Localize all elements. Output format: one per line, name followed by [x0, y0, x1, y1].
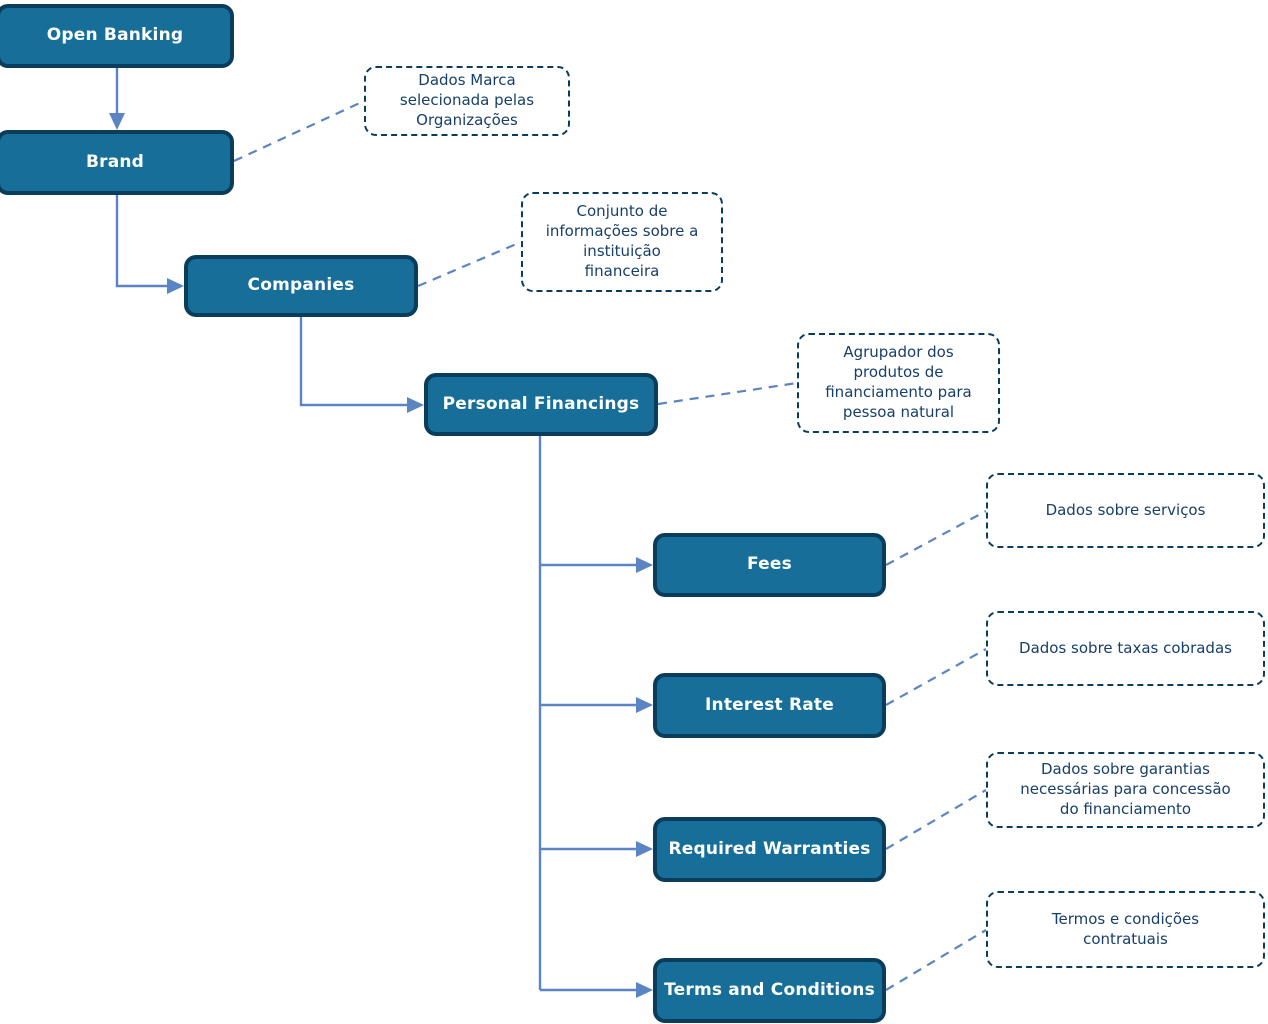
node-required-warranties[interactable]: Required Warranties [653, 817, 886, 882]
edge-pf-to-terms-and-conditions [540, 982, 653, 998]
leader-interest-rate-note [885, 648, 987, 706]
note-required-warranties-line-2: necessárias para concessão [1020, 780, 1231, 799]
node-fees-label: Fees [747, 554, 792, 575]
note-companies-line-3: instituição [583, 242, 661, 260]
node-brand-label: Brand [85, 151, 145, 172]
node-personal-financings-label: Personal Financings [442, 393, 640, 414]
leader-required-warranties-note [885, 789, 987, 850]
note-brand-line-3: Organizações [416, 110, 518, 129]
node-interest-rate-label: Interest Rate [705, 694, 834, 715]
edge-open-banking-to-brand [109, 68, 125, 130]
leader-companies-note [417, 240, 522, 288]
note-personal-financings-line-3: financiamento para [825, 383, 972, 401]
note-fees-line-1: Dados sobre serviços [1045, 500, 1206, 519]
node-personal-financings[interactable]: Personal Financings [424, 373, 658, 436]
node-brand[interactable]: Brand [0, 130, 234, 195]
edge-pf-to-fees [540, 557, 653, 573]
note-required-warranties-line-3: do financiamento [1059, 799, 1192, 818]
note-required-warranties: Dados sobre garantias necessárias para c… [986, 752, 1265, 828]
note-brand: Dados Marca selecionada pelas Organizaçõ… [364, 66, 570, 136]
note-companies-line-1: Conjunto de [576, 202, 668, 221]
node-terms-and-conditions[interactable]: Terms and Conditions [653, 958, 886, 1023]
note-brand-line-2: selecionada pelas [399, 91, 535, 110]
node-open-banking-label: Open Banking [46, 25, 184, 46]
node-interest-rate[interactable]: Interest Rate [653, 673, 886, 738]
node-companies-label: Companies [247, 275, 355, 296]
note-companies: Conjunto de informações sobre a institui… [521, 192, 723, 292]
note-brand-line-1: Dados Marca [418, 71, 516, 90]
leader-terms-note [885, 929, 987, 991]
leader-fees-note [885, 510, 987, 566]
note-interest-rate: Dados sobre taxas cobradas [986, 611, 1265, 686]
node-companies[interactable]: Companies [184, 255, 418, 317]
note-terms-and-conditions-line-1: Termos e condições [1051, 909, 1200, 928]
note-terms-and-conditions-line-2: contratuais [1083, 929, 1168, 948]
note-personal-financings-line-4: pessoa natural [842, 402, 955, 421]
note-fees: Dados sobre serviços [986, 473, 1265, 548]
edge-pf-to-interest-rate [540, 697, 653, 713]
node-terms-and-conditions-label: Terms and Conditions [664, 979, 875, 1000]
node-required-warranties-label: Required Warranties [668, 838, 871, 859]
edge-pf-to-required-warranties [540, 841, 653, 857]
edge-brand-to-companies [115, 195, 184, 294]
note-personal-financings-line-2: produtos de [853, 363, 944, 382]
leader-personal-financings-note [657, 381, 798, 406]
note-interest-rate-line-1: Dados sobre taxas cobradas [1019, 638, 1232, 657]
node-open-banking[interactable]: Open Banking [0, 4, 234, 68]
edge-companies-to-personal-financings [299, 316, 424, 413]
note-required-warranties-line-1: Dados sobre garantias [1040, 760, 1210, 779]
node-fees[interactable]: Fees [653, 533, 886, 597]
note-companies-line-4: financeira [584, 261, 660, 280]
note-personal-financings-line-1: Agrupador dos [843, 343, 954, 362]
note-terms-and-conditions: Termos e condições contratuais [986, 891, 1265, 968]
leader-brand-note [233, 100, 365, 162]
note-personal-financings: Agrupador dos produtos de financiamento … [797, 333, 1000, 433]
note-companies-line-2: informações sobre a [545, 222, 699, 241]
